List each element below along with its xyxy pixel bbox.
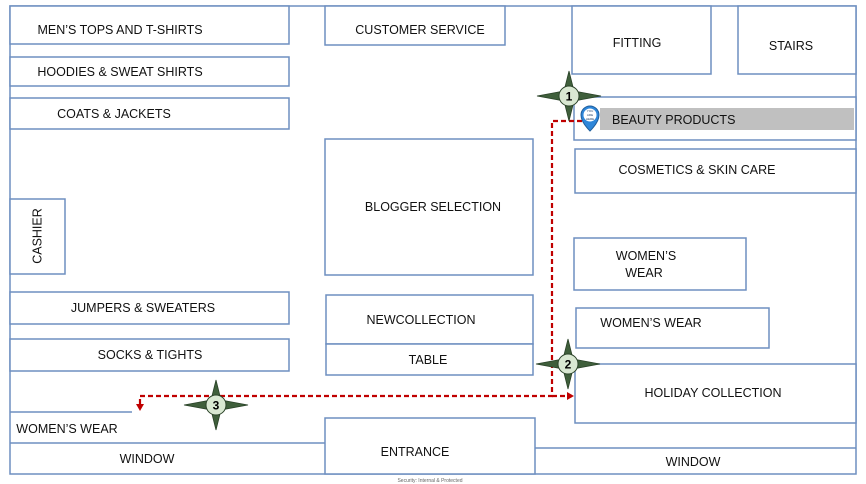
zone-label: COATS & JACKETS <box>57 107 171 121</box>
beauty-products-highlight <box>600 108 854 130</box>
you-are-here-text: ARE <box>587 113 593 117</box>
zone-label: WINDOW <box>120 452 175 466</box>
waypoint-1[interactable]: 1 <box>536 70 602 122</box>
zone-label: CASHIER <box>30 208 44 264</box>
zone-new-collection[interactable]: NEWCOLLECTION <box>325 294 534 345</box>
zone-womens-wear-right-1[interactable]: WOMEN’S WEAR <box>573 237 747 291</box>
waypoint-2[interactable]: 2 <box>535 338 601 390</box>
waypoint-number: 3 <box>213 399 220 413</box>
zone-window-left[interactable]: WINDOW <box>10 442 325 466</box>
zone-label: CUSTOMER SERVICE <box>355 23 484 37</box>
zone-cashier[interactable]: CASHIER <box>9 198 66 275</box>
zone-socks[interactable]: SOCKS & TIGHTS <box>9 338 290 372</box>
zone-label: HOODIES & SWEAT SHIRTS <box>37 65 202 79</box>
zone-beauty-products[interactable]: BEAUTY PRODUCTS <box>573 96 857 141</box>
zone-label: WOMEN’S WEAR <box>600 316 701 330</box>
zone-womens-wear-right-2[interactable]: WOMEN’S WEAR <box>575 307 770 349</box>
zone-label: NEWCOLLECTION <box>366 313 475 327</box>
zone-entrance[interactable]: ENTRANCE <box>324 417 536 475</box>
zone-stairs[interactable]: STAIRS <box>737 5 857 75</box>
zone-blogger-selection[interactable]: BLOGGER SELECTION <box>324 138 534 276</box>
zone-label: WEAR <box>625 266 663 280</box>
zone-coats[interactable]: COATS & JACKETS <box>9 97 290 130</box>
zone-label: WOMEN’S WEAR <box>16 422 117 436</box>
route-arrowhead-right <box>567 392 574 400</box>
route-arrowhead-down <box>136 404 144 411</box>
zone-label: WOMEN’S <box>616 249 676 263</box>
zone-label: TABLE <box>409 353 448 367</box>
zone-label: COSMETICS & SKIN CARE <box>619 163 776 177</box>
you-are-here-marker[interactable]: YOU ARE HERE <box>580 105 600 132</box>
zone-hoodies[interactable]: HOODIES & SWEAT SHIRTS <box>9 56 290 87</box>
zone-customer-service[interactable]: CUSTOMER SERVICE <box>324 5 506 46</box>
zone-label: STAIRS <box>769 39 813 53</box>
you-are-here-text: HERE <box>586 117 594 121</box>
waypoint-3[interactable]: 3 <box>183 379 249 431</box>
zone-holiday-collection[interactable]: HOLIDAY COLLECTION <box>574 363 857 424</box>
zone-window-right[interactable]: WINDOW <box>535 447 856 469</box>
zone-label: FITTING <box>613 36 662 50</box>
zone-label: WINDOW <box>666 455 721 469</box>
zone-table[interactable]: TABLE <box>325 343 534 376</box>
zone-jumpers[interactable]: JUMPERS & SWEATERS <box>9 291 290 325</box>
zone-label: JUMPERS & SWEATERS <box>71 301 215 315</box>
waypoint-number: 1 <box>566 90 573 104</box>
zone-label: BLOGGER SELECTION <box>365 200 501 214</box>
zone-label: ENTRANCE <box>381 445 450 459</box>
zone-label: MEN’S TOPS AND T-SHIRTS <box>37 23 202 37</box>
zone-label: HOLIDAY COLLECTION <box>644 386 781 400</box>
you-are-here-text: YOU <box>587 109 594 113</box>
zone-label: BEAUTY PRODUCTS <box>612 113 735 127</box>
zone-mens-tops[interactable]: MEN’S TOPS AND T-SHIRTS <box>9 5 290 45</box>
zone-fitting[interactable]: FITTING <box>571 5 712 75</box>
zone-label: SOCKS & TIGHTS <box>98 348 203 362</box>
waypoint-number: 2 <box>565 358 572 372</box>
security-footer: Security: Internal & Protected <box>397 478 462 484</box>
zone-cosmetics[interactable]: COSMETICS & SKIN CARE <box>574 148 857 194</box>
zone-womens-wear-left[interactable]: WOMEN’S WEAR <box>10 411 132 436</box>
